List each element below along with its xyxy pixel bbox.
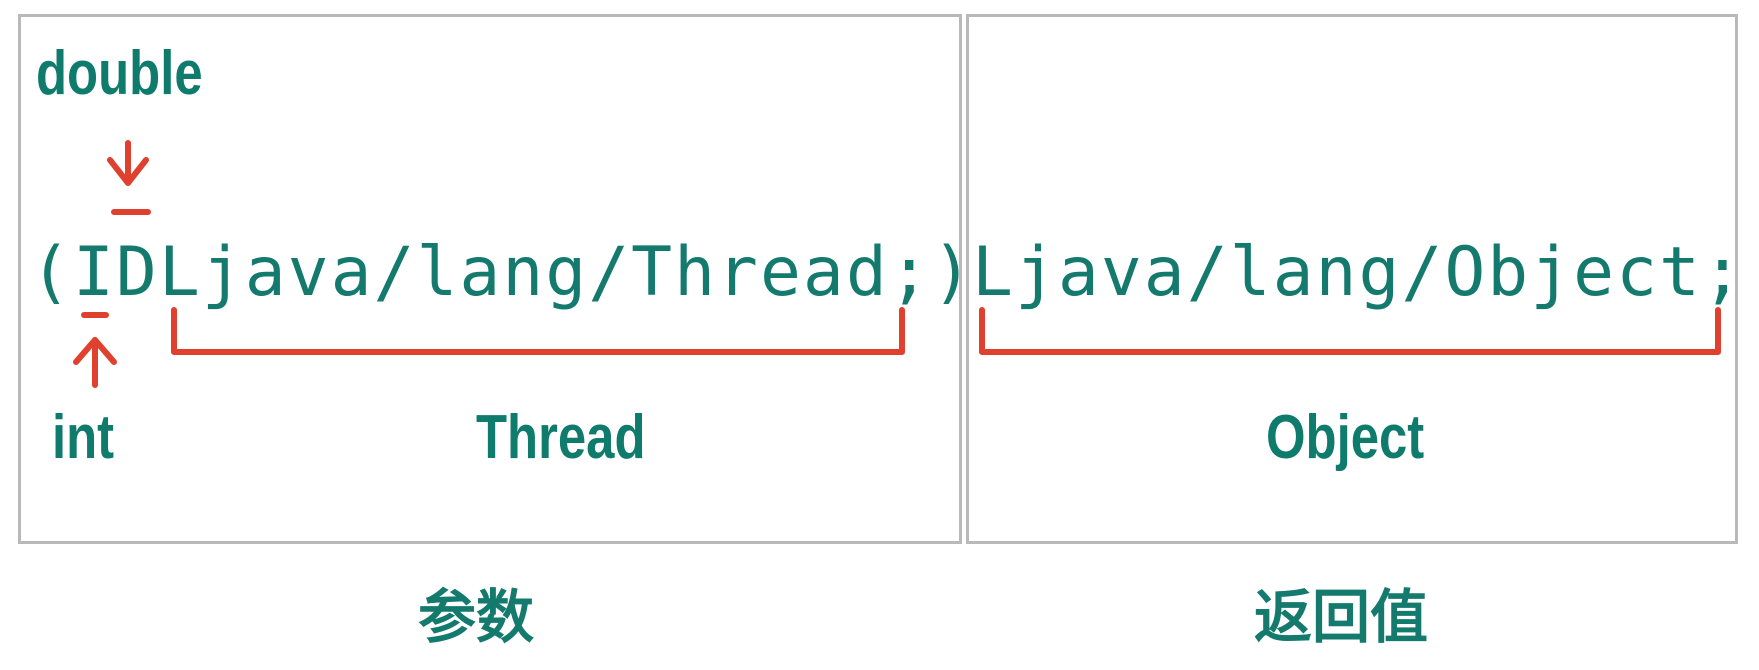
return-value-box <box>966 14 1738 544</box>
int-label: int <box>52 403 115 472</box>
return-signature: Ljava/lang/Object; <box>972 233 1745 312</box>
parameter-signature: (IDLjava/lang/Thread;) <box>30 233 975 312</box>
thread-label: Thread <box>476 403 646 472</box>
object-label: Object <box>1266 403 1425 472</box>
return-value-caption: 返回值 <box>1254 583 1429 651</box>
double-label: double <box>36 39 203 108</box>
parameters-box <box>18 14 962 544</box>
parameters-caption: 参数 <box>418 583 535 651</box>
